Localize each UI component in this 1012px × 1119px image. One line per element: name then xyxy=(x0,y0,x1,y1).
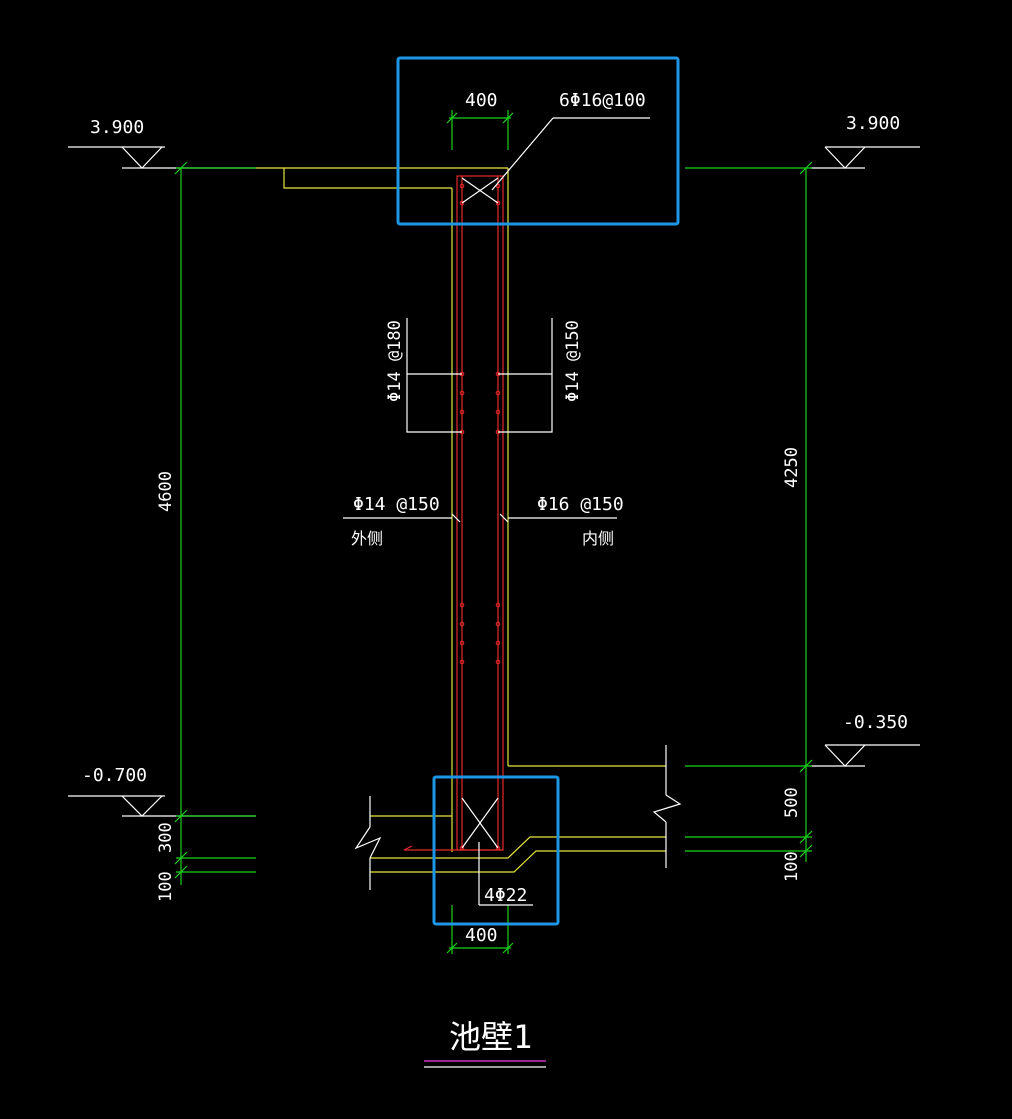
rebar-label-outer: Φ14 @150 xyxy=(353,494,440,515)
break-line-right xyxy=(652,745,682,868)
elevation-marker-right-lower: -0.350 xyxy=(810,712,920,767)
highlight-box-top xyxy=(396,56,680,226)
elevation-marker-top-left: 3.900 xyxy=(68,117,256,169)
right-dimension-chain: 4250 500 100 xyxy=(685,161,813,882)
elevation-label-right-lower: -0.350 xyxy=(843,712,908,733)
inner-side-label: 内侧 xyxy=(582,529,614,548)
top-beam-cross-icon xyxy=(461,177,499,204)
leader-top-beam: 6Φ16@100 xyxy=(491,90,650,191)
dimension-bottom-width: 400 xyxy=(465,925,498,946)
dimension-right-height: 4250 xyxy=(782,447,802,488)
left-dimension-chain: 4600 300 100 xyxy=(156,161,256,902)
dimension-left-height: 4600 xyxy=(156,471,176,512)
rebar-label-inner: Φ16 @150 xyxy=(537,494,624,515)
leader-outer: Φ14 @150 外侧 xyxy=(343,494,461,548)
dimension-right-500: 500 xyxy=(782,787,802,818)
rebar-label-top-beam: 6Φ16@100 xyxy=(559,90,646,111)
dimension-top-width: 400 xyxy=(465,90,498,111)
outer-side-label: 外侧 xyxy=(351,529,383,548)
leader-bottom-beam: 4Φ22 xyxy=(478,842,533,906)
concrete-outline xyxy=(256,167,666,873)
drawing-title-block: 池壁1 xyxy=(424,1018,546,1068)
top-width-dimension: 400 xyxy=(446,90,514,150)
elevation-marker-bottom-left: -0.700 xyxy=(68,765,256,817)
rebar-label-bottom-beam: 4Φ22 xyxy=(484,885,527,906)
dimension-left-300: 300 xyxy=(156,822,176,853)
bottom-beam-cross-icon xyxy=(461,797,499,849)
leader-left-vertical: Φ14 @180 xyxy=(385,318,462,433)
elevation-label-top-right: 3.900 xyxy=(846,113,900,134)
leader-inner: Φ16 @150 内侧 xyxy=(499,494,624,548)
elevation-label-bottom-left: -0.700 xyxy=(82,765,147,786)
elevation-label-top-left: 3.900 xyxy=(90,117,144,138)
elevation-marker-top-right: 3.900 xyxy=(810,113,920,169)
dimension-left-100: 100 xyxy=(156,871,176,902)
break-line-left xyxy=(354,796,382,890)
bottom-width-dimension: 400 xyxy=(446,905,514,954)
highlight-box-bottom xyxy=(432,775,560,926)
wall-rebar xyxy=(403,175,504,851)
drawing-title: 池壁1 xyxy=(449,1018,532,1056)
dimension-right-100: 100 xyxy=(782,851,802,882)
leader-right-vertical: Φ14 @150 xyxy=(498,318,583,433)
rebar-label-right-vertical: Φ14 @150 xyxy=(563,320,583,402)
rebar-label-left-vertical: Φ14 @180 xyxy=(385,320,405,402)
rebar-dots xyxy=(459,183,501,851)
